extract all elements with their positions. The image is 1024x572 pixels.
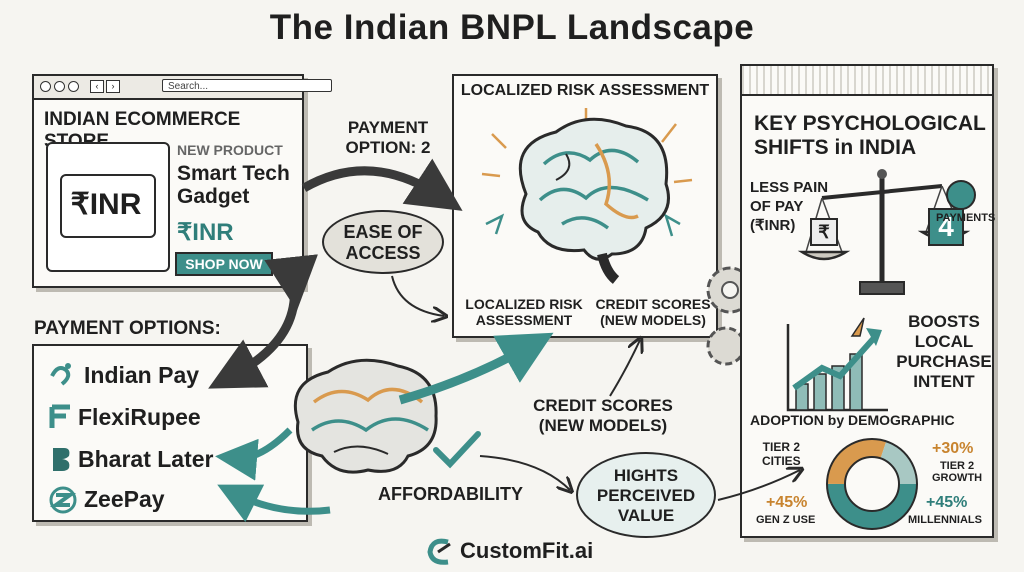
bharat-later-icon [53,448,70,471]
flexirupee-icon [49,404,70,428]
back-arrow-icon[interactable]: ‹ [90,80,104,93]
shifts-panel: KEY PSYCHOLOGICAL SHIFTS in INDIA LESS P… [740,64,996,538]
less-pain-line2: OF PAY [750,198,804,215]
indian-pay-icon [50,363,71,386]
tier2-line1: TIER 2 [762,440,800,454]
checkmark-icon [433,431,481,469]
risk-panel: LOCALIZED RISK ASSESSMENT LOCALIZED RISK… [452,74,718,338]
growth-line1: TIER 2 [939,460,975,472]
risk-left-label-line2: ASSESSMENT [475,312,573,328]
ease-of-access-line2: ACCESS [345,243,421,263]
window-titlebar: ‹ › Search... [34,76,332,100]
search-input[interactable]: Search... [162,79,332,92]
payment-option-label: PAYMENT OPTION: 2 [328,118,448,158]
provider-label: FlexiRupee [78,404,201,430]
window-close-icon[interactable] [40,81,51,92]
growth-value: +30% [932,440,974,457]
genz-value: +45% [766,494,808,511]
risk-right-label: CREDIT SCORES (NEW MODELS) [590,296,716,328]
brain-illustration [481,108,693,284]
millennials-label: MILLENNIALS [908,514,982,526]
shifts-heading-line1: KEY PSYCHOLOGICAL [754,112,986,135]
credit-scores-center: CREDIT SCORES (NEW MODELS) [528,396,678,436]
boosts-line4: INTENT [913,372,975,391]
boosts-label: BOOSTS LOCAL PURCHASE INTENT [894,312,994,392]
payment-option-line2: OPTION: 2 [345,138,431,157]
forward-arrow-icon[interactable]: › [106,80,120,93]
payments-label: PAYMENTS [936,212,996,224]
growth-label: TIER 2 GROWTH [932,460,982,484]
risk-right-label-line2: (NEW MODELS) [600,312,706,328]
provider-label: ZeePay [84,486,165,512]
window-maximize-icon[interactable] [68,81,79,92]
ease-of-access-oval: EASE OF ACCESS [322,210,444,274]
less-pain-line3: (₹INR) [750,217,796,234]
credit-scores-center-line2: (NEW MODELS) [538,416,668,435]
perceived-value-line2: PERCEIVED [596,486,696,505]
risk-left-label: LOCALIZED RISK ASSESSMENT [464,296,584,328]
adoption-heading: ADOPTION by DEMOGRAPHIC [750,412,955,428]
page-title: The Indian BNPL Landscape [269,8,755,47]
price-tile-text: ₹INR [70,188,142,221]
less-pain-label: LESS PAIN OF PAY (₹INR) [750,178,828,235]
provider-label: Indian Pay [84,362,200,388]
shifts-panel-hatch [742,66,992,96]
credit-scores-center-line1: CREDIT SCORES [533,396,673,415]
perceived-value-line3: VALUE [617,506,675,525]
shop-now-button[interactable]: SHOP NOW [175,252,273,276]
payment-options-panel: Indian Pay FlexiRupee Bharat Later ZeePa… [32,344,308,522]
arrow-credit-to-panel [609,340,640,397]
provider-label: Bharat Later [78,446,214,472]
window-minimize-icon[interactable] [54,81,65,92]
tier2-cities-label: TIER 2 CITIES [762,440,801,468]
payments-number: 4 [928,208,964,246]
less-pain-line1: LESS PAIN [750,179,829,196]
risk-panel-heading: LOCALIZED RISK ASSESSMENT [460,82,710,99]
growth-chart-icon [786,317,888,412]
boosts-line2: LOCAL [914,332,974,351]
new-product-label: NEW PRODUCT [177,142,283,158]
perceived-value-oval: HIGHTS PERCEIVED VALUE [576,452,716,538]
product-name-line1: Smart Tech [177,162,290,185]
brand-name: CustomFit.ai [460,538,594,563]
ease-of-access-line1: EASE OF [343,222,423,242]
zeepay-icon [49,486,77,514]
adoption-donut-chart [826,438,918,530]
product-name-line2: Gadget [177,185,250,208]
store-window: ‹ › Search... INDIAN ECOMMERCE STORE ₹IN… [32,74,332,288]
payment-options-heading: PAYMENT OPTIONS: [34,318,221,339]
risk-left-label-line1: LOCALIZED RISK [465,296,583,312]
affordability-label: AFFORDABILITY [378,484,523,504]
rupee-symbol: ₹ [810,218,838,246]
shifts-heading-line2: SHIFTS in INDIA [754,136,917,159]
price-tile: ₹INR [46,142,170,272]
brand-logo-icon [427,538,451,565]
payment-option-line1: PAYMENT [347,118,429,137]
lightning-icon [946,180,976,210]
product-price: ₹INR [177,219,234,246]
shifts-heading: KEY PSYCHOLOGICAL SHIFTS in INDIA [754,112,986,160]
arrow-store-to-risk [301,158,463,211]
growth-line2: GROWTH [932,472,983,484]
tier2-line2: CITIES [762,454,801,468]
center-brain-illustration [293,358,438,474]
boosts-line1: BOOSTS [908,312,980,331]
perceived-value-line1: HIGHTS [613,466,679,485]
millennials-value: +45% [926,494,968,511]
boosts-line3: PURCHASE [896,352,992,371]
risk-right-label-line1: CREDIT SCORES [595,296,711,312]
genz-label: GEN Z USE [756,514,816,526]
arrow-ease-to-panel [391,275,444,316]
search-icon [319,80,327,88]
